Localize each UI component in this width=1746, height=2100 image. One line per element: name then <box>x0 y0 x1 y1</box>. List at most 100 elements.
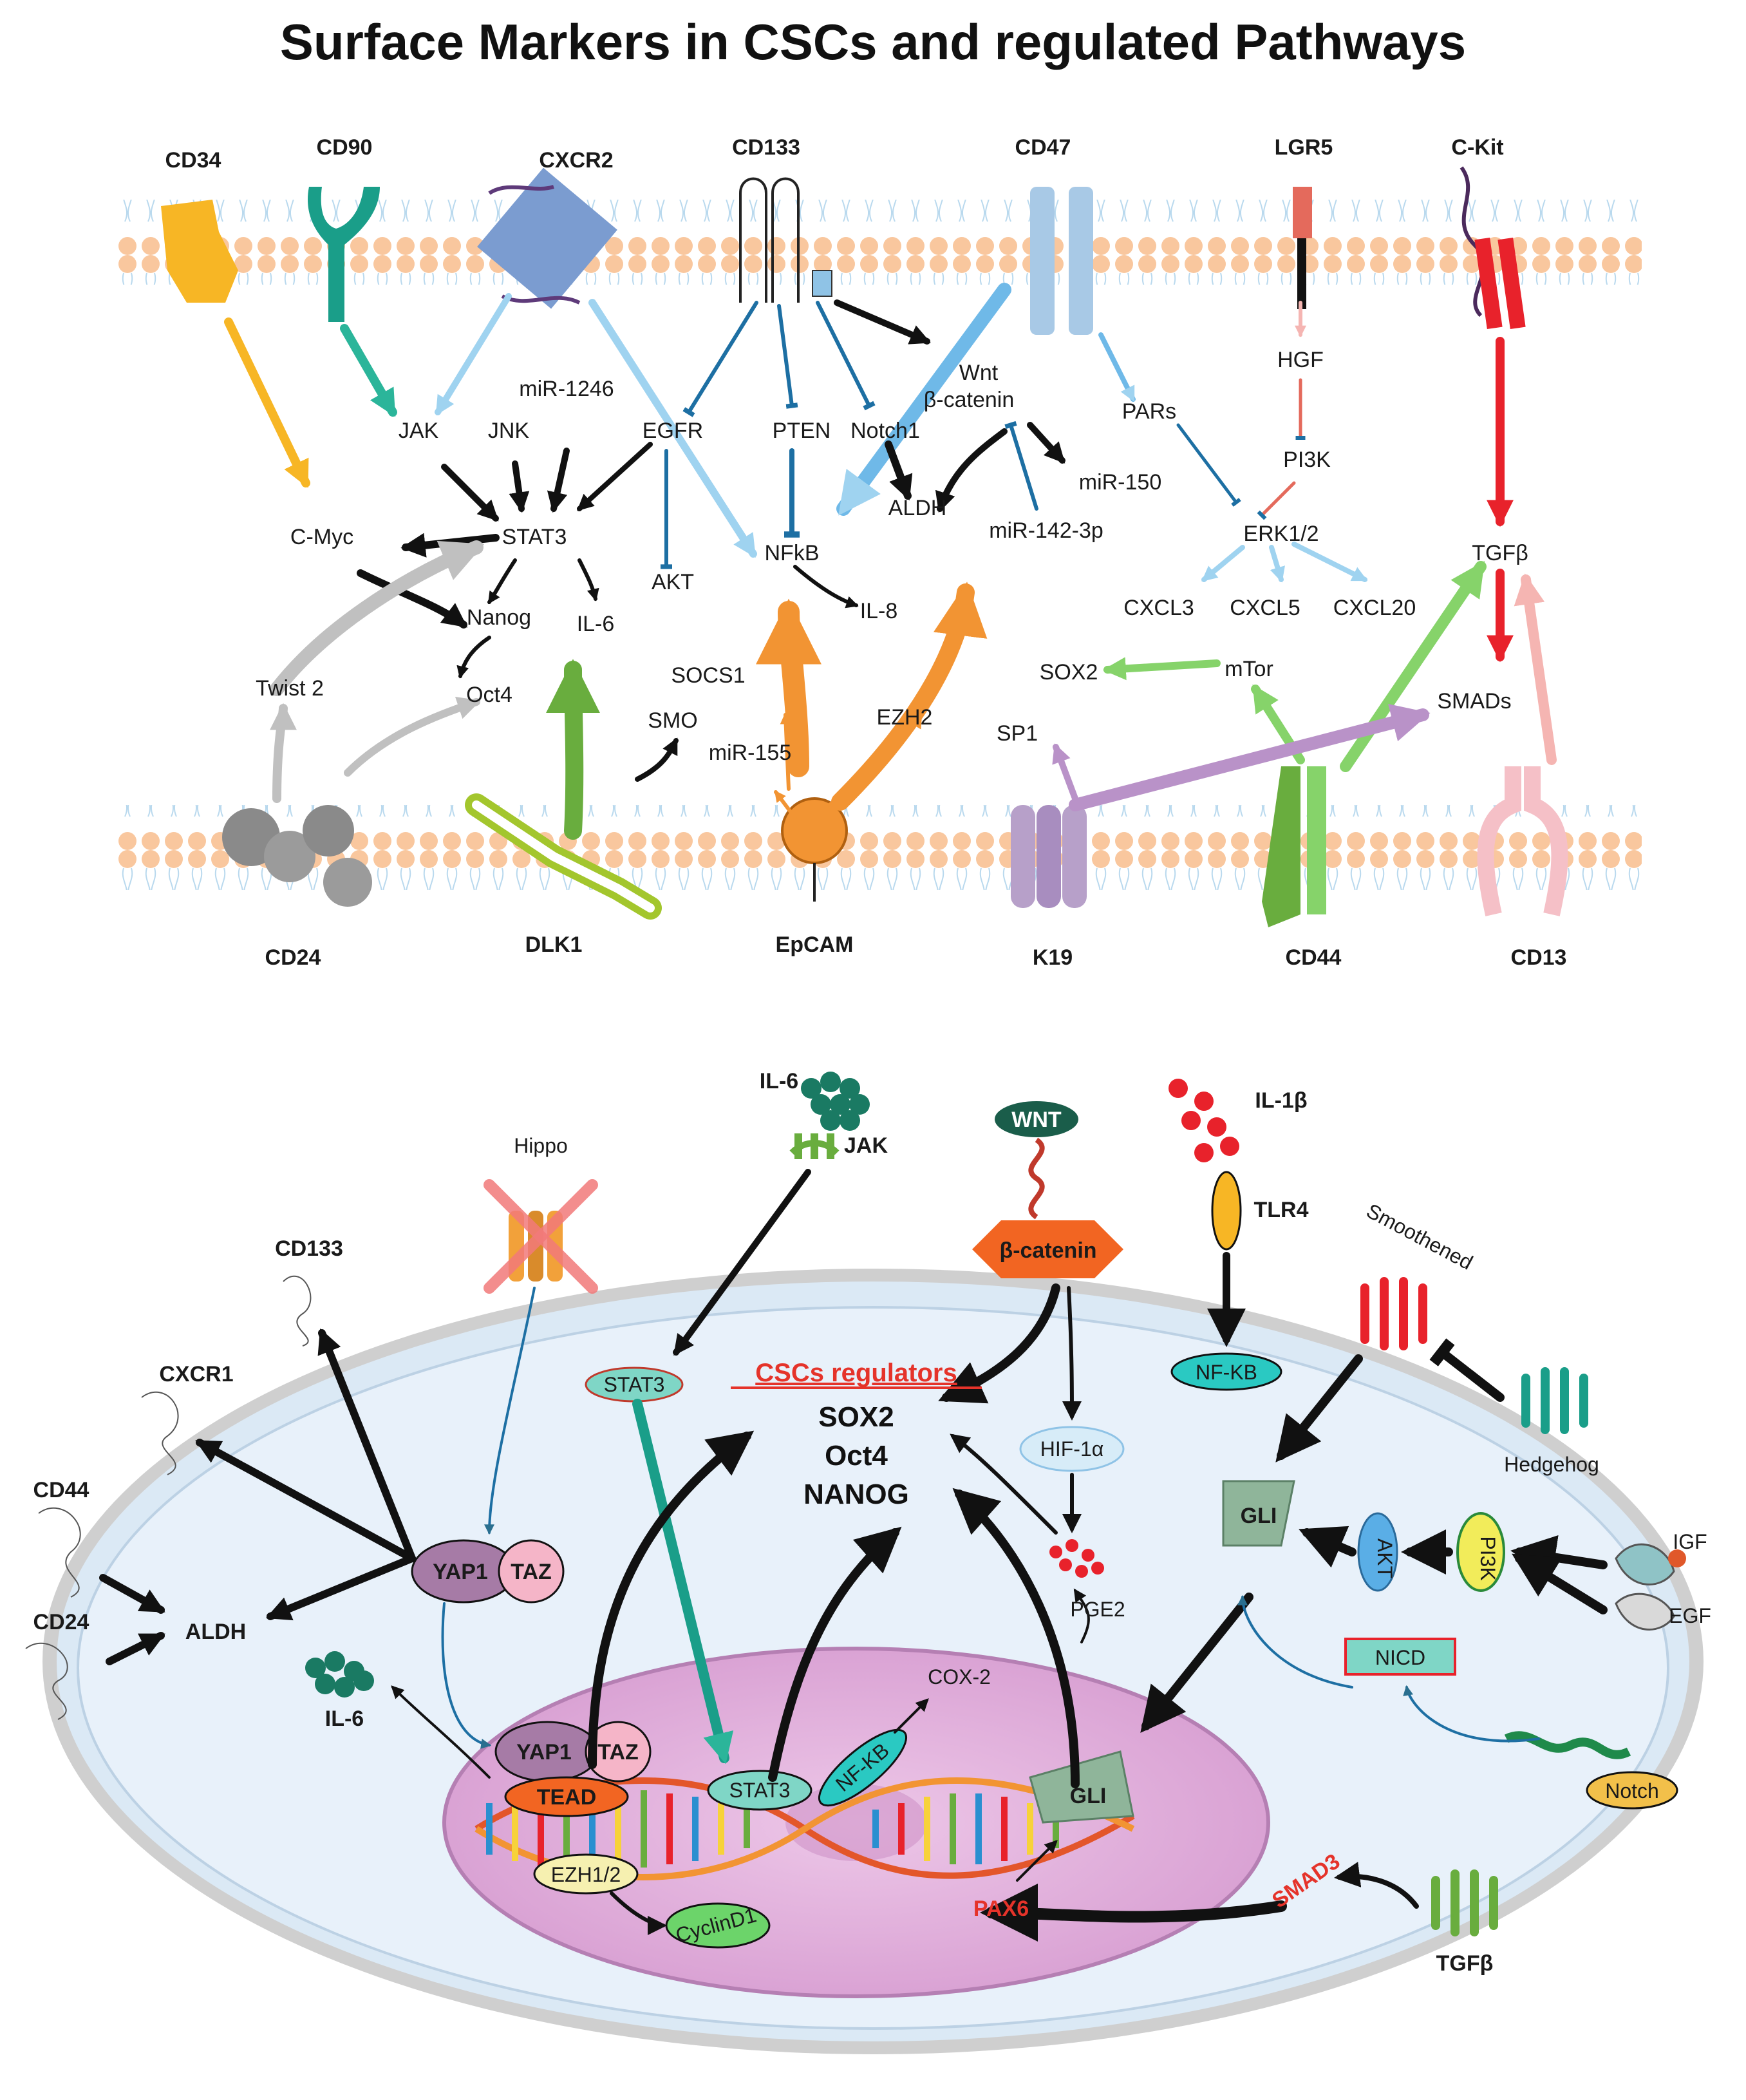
top-panel: CD34 CD90 CXCR2 CD133 CD47 LGR5 C-Kit CD… <box>116 135 1642 970</box>
gli-nucleus-shape <box>1029 1750 1134 1824</box>
node-smo: SMO <box>648 708 697 733</box>
label-tgfb: TGFβ <box>1436 1951 1494 1976</box>
node-cxcl20: CXCL20 <box>1333 596 1416 620</box>
notch-receptor <box>1504 1731 1631 1759</box>
il6-ligand <box>801 1072 870 1131</box>
node-mir-150: miR-150 <box>1079 470 1161 495</box>
node-sp1: SP1 <box>997 721 1038 746</box>
smoothened-receptor <box>1360 1277 1427 1350</box>
node-il-8: IL-8 <box>860 599 898 623</box>
label-gli-nucleus: GLI <box>1070 1784 1107 1808</box>
k19-receptor <box>1011 805 1087 908</box>
label-cd24: CD24 <box>33 1610 89 1634</box>
marker-label-cd24: CD24 <box>265 945 321 970</box>
label-notch: Notch <box>1605 1779 1659 1802</box>
node-jak: JAK <box>399 419 439 443</box>
label-gli-cytoplasm: GLI <box>1241 1504 1277 1528</box>
label-pi3k: PI3K <box>1476 1536 1499 1580</box>
label-beta-catenin: β-catenin <box>999 1238 1096 1263</box>
wnt-receptor <box>1028 1137 1045 1220</box>
node-jnk: JNK <box>488 419 530 443</box>
node-nanog: Nanog <box>467 605 531 630</box>
node-wnt: Wnt <box>959 361 999 385</box>
hif-ellipse <box>1019 1426 1125 1472</box>
marker-label-lgr5: LGR5 <box>1275 135 1333 160</box>
node-cxcl5: CXCL5 <box>1230 596 1300 620</box>
node-aldh: ALDH <box>888 496 947 520</box>
tgfb-receptor <box>1431 1869 1498 1936</box>
regulator-sox2: SOX2 <box>818 1401 894 1433</box>
label-cd133: CD133 <box>275 1236 343 1261</box>
label-smoothened: Smoothened <box>1363 1199 1477 1274</box>
dlk1-receptor <box>465 793 662 920</box>
top-node-labels: JAK JNK miR-1246 EGFR STAT3 C-Myc Nanog … <box>256 348 1528 765</box>
node-notch1: Notch1 <box>850 419 920 443</box>
hedgehog-receptor <box>1521 1367 1588 1434</box>
label-yap1-cytoplasm: YAP1 <box>433 1560 488 1584</box>
marker-label-cd13: CD13 <box>1511 945 1567 970</box>
label-tead: TEAD <box>537 1785 597 1810</box>
cd24-receptor <box>222 805 372 907</box>
node-oct4: Oct4 <box>466 683 512 707</box>
tlr4-receptor <box>1211 1171 1242 1251</box>
label-stat3-nucleus: STAT3 <box>729 1779 791 1802</box>
label-ezh: EZH1/2 <box>551 1863 621 1886</box>
jak-receptor <box>789 1133 840 1159</box>
node-pars: PARs <box>1122 399 1176 424</box>
label-nf-kb: NF-KB <box>1196 1361 1257 1384</box>
label-aldh: ALDH <box>185 1620 246 1644</box>
label-il1b: IL-1β <box>1255 1088 1307 1113</box>
node-akt: AKT <box>652 570 694 594</box>
label-cox2: COX-2 <box>928 1665 991 1689</box>
marker-label-cd133: CD133 <box>732 135 800 160</box>
label-egf: EGF <box>1669 1604 1711 1627</box>
marker-label-k19: K19 <box>1033 945 1073 970</box>
label-taz-cytoplasm: TAZ <box>511 1560 552 1584</box>
figure-title: Surface Markers in CSCs and regulated Pa… <box>280 14 1466 70</box>
pi3k-ellipse <box>1456 1512 1505 1592</box>
beta-catenin-shape <box>972 1220 1123 1278</box>
il1b-ligand <box>1169 1079 1239 1162</box>
bottom-panel: Hippo IL-6 JAK WNT β-catenin IL-1β TLR4 … <box>25 1069 1711 2054</box>
node-cxcl3: CXCL3 <box>1123 596 1194 620</box>
node-socs1: SOCS1 <box>671 663 745 688</box>
taz-ellipse <box>498 1539 565 1603</box>
label-cxcr1: CXCR1 <box>159 1362 233 1386</box>
node-ezh2: EZH2 <box>877 705 933 730</box>
node-mir-1246: miR-1246 <box>519 377 614 401</box>
marker-label-cd44: CD44 <box>1286 945 1342 970</box>
node-egfr: EGFR <box>643 419 703 443</box>
notch-ellipse <box>1586 1771 1678 1810</box>
label-yap1-nucleus: YAP1 <box>516 1740 572 1764</box>
label-pge2: PGE2 <box>1070 1598 1125 1621</box>
label-nicd: NICD <box>1375 1646 1425 1669</box>
node-pi3k: PI3K <box>1283 448 1331 472</box>
node-c-myc: C-Myc <box>290 525 353 549</box>
marker-label-c-kit: C-Kit <box>1451 135 1503 160</box>
node-tgfb: TGFβ <box>1472 541 1528 565</box>
label-igf: IGF <box>1673 1530 1707 1553</box>
marker-label-dlk1: DLK1 <box>525 932 583 957</box>
igf-receptor <box>1615 1543 1686 1585</box>
nicd-box <box>1344 1638 1456 1676</box>
nf-kb-ellipse <box>1170 1352 1282 1391</box>
tead-ellipse <box>504 1776 629 1817</box>
label-stat3-cytoplasm: STAT3 <box>604 1373 665 1396</box>
marker-label-cd90: CD90 <box>317 135 373 160</box>
cd90-receptor <box>307 187 380 322</box>
nf-kb-nucleus-ellipse <box>818 1728 908 1807</box>
node-hgf: HGF <box>1277 348 1324 372</box>
label-il6-top: IL-6 <box>760 1069 798 1093</box>
marker-label-cd34: CD34 <box>165 148 221 173</box>
cxcr2-receptor <box>477 167 617 309</box>
node-smads: SMADs <box>1437 689 1511 714</box>
label-wnt: WNT <box>1011 1108 1062 1132</box>
node-mtor: mTor <box>1225 657 1273 681</box>
lgr5-receptor <box>1293 187 1312 309</box>
akt-ellipse <box>1357 1512 1398 1592</box>
label-il6-cytoplasm: IL-6 <box>325 1707 364 1731</box>
label-cd44: CD44 <box>33 1478 89 1502</box>
bottom-pathway-arrows <box>99 1169 1608 1942</box>
regulator-oct4: Oct4 <box>825 1440 888 1471</box>
node-il-6: IL-6 <box>577 612 615 636</box>
